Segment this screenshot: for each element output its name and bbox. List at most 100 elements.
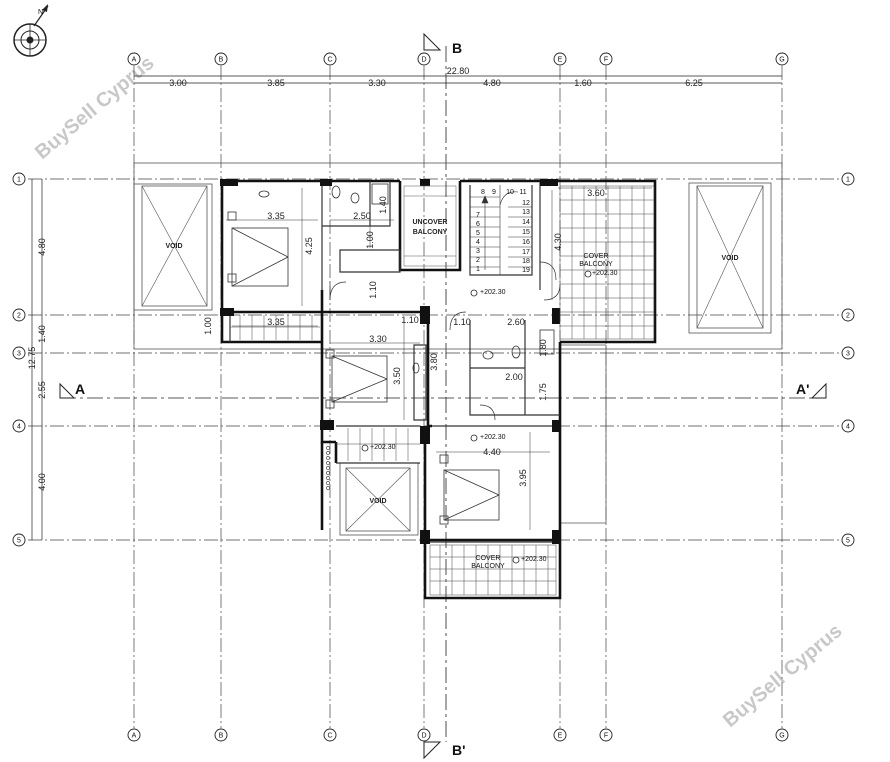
svg-text:3.95: 3.95 bbox=[518, 469, 528, 487]
dim-col: 1.60 bbox=[574, 78, 592, 88]
cover-balcony-bottom-tiles bbox=[429, 544, 557, 596]
uncover-balcony-label-1: UNCOVER bbox=[412, 219, 447, 226]
svg-text:5: 5 bbox=[476, 230, 480, 237]
cover-balcony-label-2: BALCONY bbox=[579, 261, 613, 268]
col-label: F bbox=[604, 57, 608, 64]
row-label: 1 bbox=[846, 177, 850, 184]
void-crosses bbox=[141, 185, 764, 532]
svg-text:3.60: 3.60 bbox=[587, 188, 605, 198]
row-label: 4 bbox=[17, 424, 21, 431]
dim-col: 4.80 bbox=[483, 78, 501, 88]
dim-col: 6.25 bbox=[685, 78, 703, 88]
level-label: +202.30 bbox=[480, 434, 506, 441]
svg-text:16: 16 bbox=[522, 239, 530, 246]
wall-columns bbox=[220, 179, 560, 544]
svg-text:4.40: 4.40 bbox=[483, 447, 501, 457]
col-label: F bbox=[604, 733, 608, 740]
svg-text:1.75: 1.75 bbox=[538, 383, 548, 401]
dim-row: 4.80 bbox=[37, 238, 47, 256]
svg-text:19: 19 bbox=[522, 267, 530, 274]
svg-text:13: 13 bbox=[522, 209, 530, 216]
section-b-label: B bbox=[452, 40, 462, 56]
row-label: 5 bbox=[846, 538, 850, 545]
bed-1 bbox=[227, 211, 289, 287]
section-b-prime-label: B' bbox=[452, 742, 465, 758]
cover-balcony-label-1: COVER bbox=[584, 253, 609, 260]
svg-text:2.60: 2.60 bbox=[507, 317, 525, 327]
level-label: +202.30 bbox=[370, 444, 396, 451]
dim-col: 3.85 bbox=[267, 78, 285, 88]
svg-text:18: 18 bbox=[522, 258, 530, 265]
col-label: G bbox=[779, 57, 784, 64]
row-label: 2 bbox=[17, 313, 21, 320]
svg-text:1.00: 1.00 bbox=[365, 231, 375, 249]
svg-text:6: 6 bbox=[476, 221, 480, 228]
svg-text:12: 12 bbox=[522, 200, 530, 207]
svg-text:1.40: 1.40 bbox=[378, 196, 388, 214]
bed-2 bbox=[325, 349, 388, 409]
row-label: 3 bbox=[17, 351, 21, 358]
watermark-bottom: BuySell Cyprus bbox=[719, 620, 846, 732]
row-bubbles-right: 1 2 3 4 5 bbox=[841, 172, 855, 547]
svg-text:10: 10 bbox=[506, 189, 514, 196]
level-label: +202.30 bbox=[592, 270, 618, 277]
svg-text:3: 3 bbox=[476, 248, 480, 255]
svg-text:4.30: 4.30 bbox=[553, 233, 563, 251]
svg-text:1.10: 1.10 bbox=[401, 315, 419, 325]
void-label-left: VOID bbox=[165, 243, 182, 250]
section-a-label: A bbox=[75, 381, 85, 397]
col-label: C bbox=[327, 57, 332, 64]
top-dimensions: 22.80 3.00 3.85 3.30 4.80 1.60 6.25 bbox=[134, 66, 782, 88]
section-a-prime-label: A' bbox=[796, 381, 809, 397]
col-label: A bbox=[132, 57, 137, 64]
svg-text:7: 7 bbox=[476, 212, 480, 219]
svg-text:1.10: 1.10 bbox=[368, 281, 378, 299]
svg-text:8: 8 bbox=[481, 189, 485, 196]
stair-numbers: 1 2 3 4 5 6 7 8 9 10 11 12 13 14 15 16 1… bbox=[476, 189, 530, 274]
svg-text:15: 15 bbox=[522, 229, 530, 236]
balcony-left-tiles bbox=[230, 315, 320, 340]
dim-row: 2.55 bbox=[37, 381, 47, 399]
walls bbox=[220, 179, 657, 600]
bathroom-fixtures bbox=[258, 183, 555, 374]
row-label: 3 bbox=[846, 351, 850, 358]
svg-text:2.50: 2.50 bbox=[353, 211, 371, 221]
cover-balcony-top-tiles bbox=[559, 185, 655, 340]
outer-outlines bbox=[133, 162, 783, 536]
svg-text:4.25: 4.25 bbox=[304, 237, 314, 255]
svg-text:9: 9 bbox=[492, 189, 496, 196]
col-label: D bbox=[421, 733, 426, 740]
watermark-top: BuySell Cyprus bbox=[31, 52, 158, 164]
dim-row: 4.00 bbox=[37, 473, 47, 491]
svg-text:1.10: 1.10 bbox=[453, 317, 471, 327]
col-label: D bbox=[421, 57, 426, 64]
dim-small: 1.00 bbox=[203, 317, 213, 335]
uncover-balcony-hatch bbox=[403, 185, 457, 267]
col-label: E bbox=[558, 57, 563, 64]
section-lines bbox=[60, 46, 826, 742]
balcony-mid-tiles bbox=[336, 428, 420, 461]
staircase bbox=[470, 185, 532, 275]
svg-text:17: 17 bbox=[522, 249, 530, 256]
svg-text:1.80: 1.80 bbox=[538, 339, 548, 357]
level-label: +202.30 bbox=[480, 289, 506, 296]
col-label: B bbox=[219, 733, 224, 740]
svg-text:2: 2 bbox=[476, 257, 480, 264]
column-bubbles-top: A B C D E F G bbox=[127, 52, 789, 66]
dim-overall-rows: 12.75 bbox=[27, 347, 37, 370]
svg-text:3.80: 3.80 bbox=[429, 353, 439, 371]
dim-col: 3.30 bbox=[368, 78, 386, 88]
railing-dots bbox=[326, 446, 330, 490]
col-label: B bbox=[219, 57, 224, 64]
col-label: E bbox=[558, 733, 563, 740]
void-label-bottom: VOID bbox=[369, 498, 386, 505]
row-label: 5 bbox=[17, 538, 21, 545]
dim-row: 1.40 bbox=[37, 325, 47, 343]
col-label: G bbox=[779, 733, 784, 740]
svg-text:1: 1 bbox=[476, 266, 480, 273]
svg-text:14: 14 bbox=[522, 219, 530, 226]
compass-label: N bbox=[38, 9, 43, 16]
column-bubbles-bottom: A B C D E F G bbox=[127, 728, 789, 742]
interior-walls bbox=[229, 181, 560, 543]
